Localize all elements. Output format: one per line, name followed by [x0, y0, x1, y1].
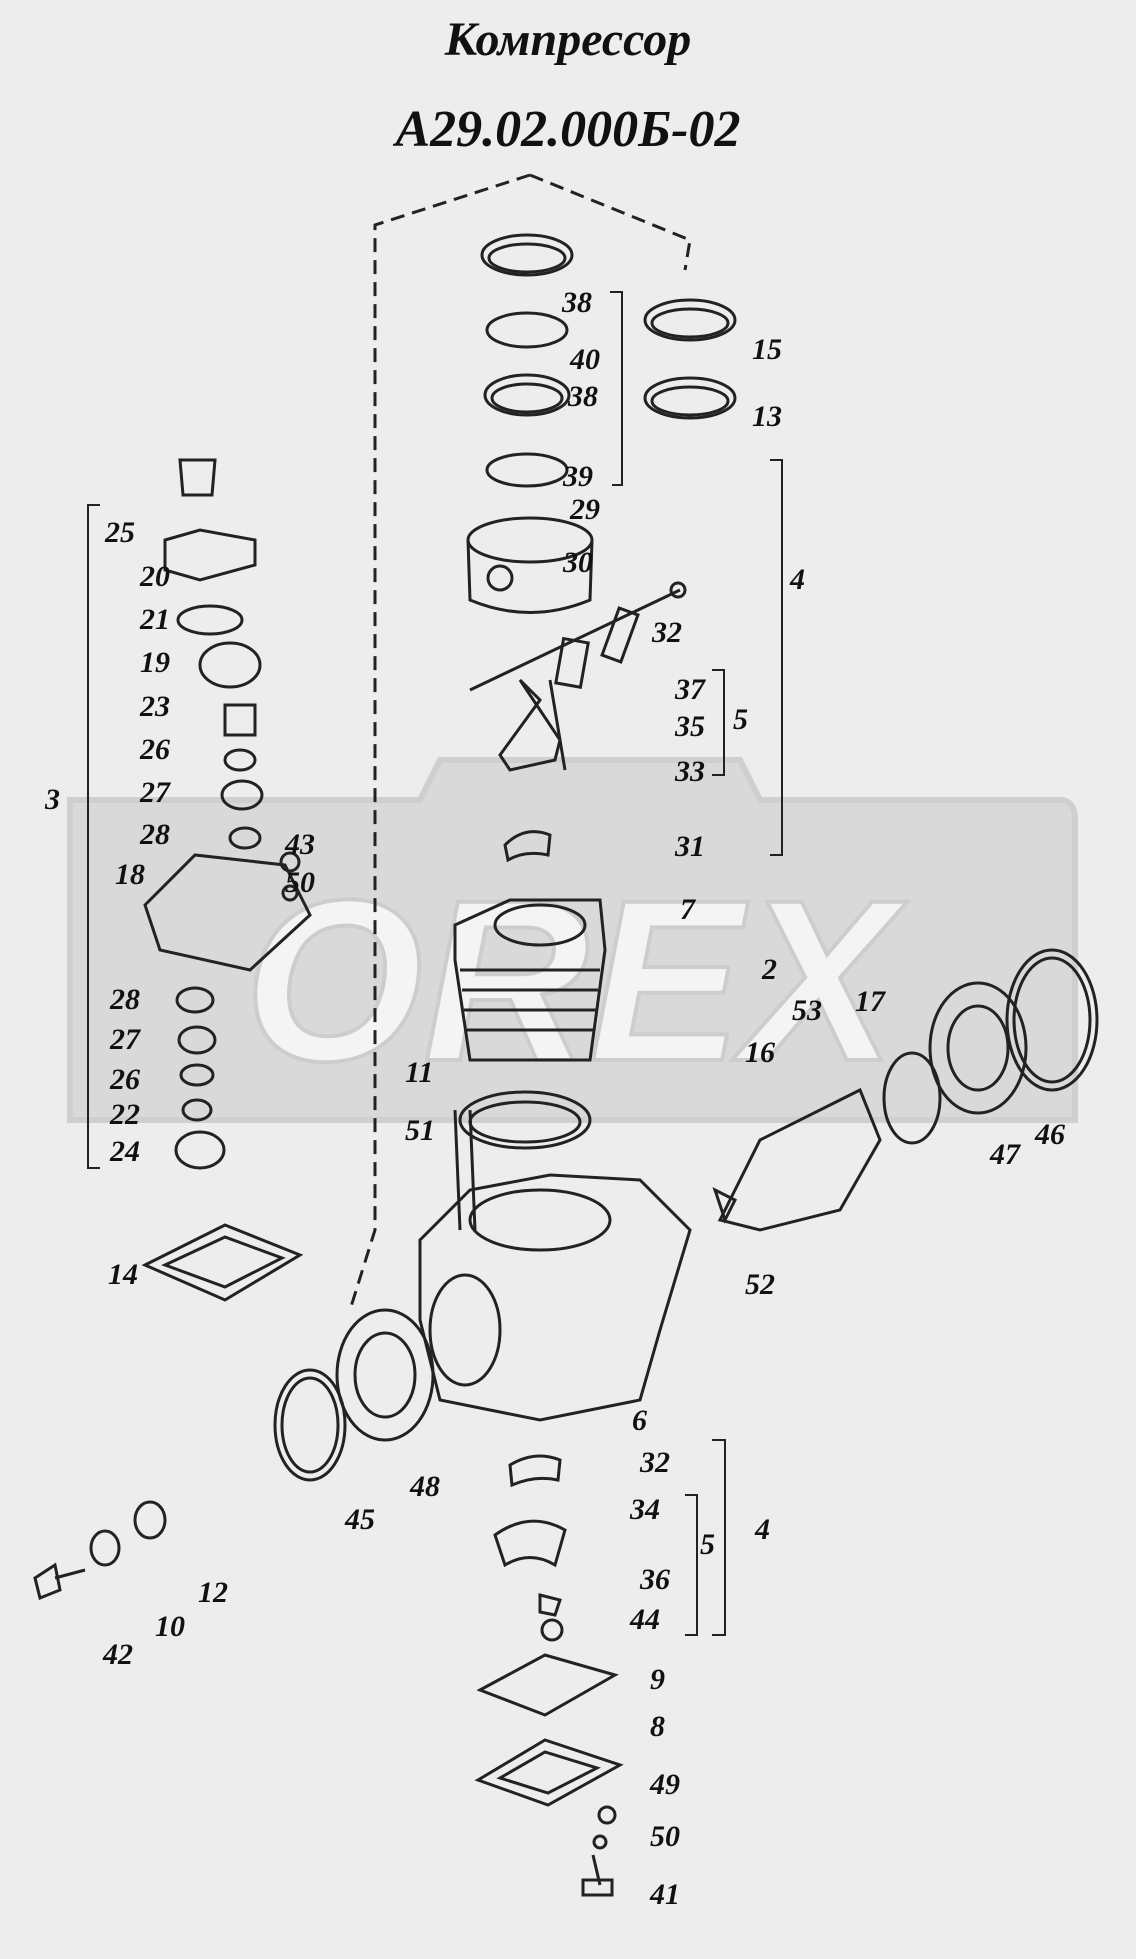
part-callout-label: 9 — [650, 1663, 665, 1696]
part-callout-label: 15 — [752, 333, 782, 366]
part-callout-label: 17 — [855, 985, 885, 1018]
part-callout-label: 19 — [140, 646, 170, 679]
part-callout-label: 40 — [570, 343, 600, 376]
part-callout-label: 50 — [285, 866, 315, 899]
part-callout-label: 36 — [640, 1563, 670, 1596]
part-callout-label: 16 — [745, 1036, 775, 1069]
part-callout-label: 38 — [568, 380, 598, 413]
part-callout-label: 4 — [790, 563, 805, 596]
part-callout-label: 12 — [198, 1576, 228, 1609]
part-callout-label: 29 — [570, 493, 600, 526]
part-callout-label: 39 — [563, 460, 593, 493]
part-callout-label: 28 — [110, 983, 140, 1016]
part-callout-label: 37 — [675, 673, 705, 706]
part-callout-label: 34 — [630, 1493, 660, 1526]
svg-text:OREX: OREX — [244, 852, 907, 1109]
part-callout-label: 14 — [108, 1258, 138, 1291]
part-callout-label: 52 — [745, 1268, 775, 1301]
part-callout-label: 21 — [140, 603, 170, 636]
diagram-title: Компрессор — [444, 13, 692, 66]
part-callout-label: 13 — [752, 400, 782, 433]
part-callout-label: 47 — [990, 1138, 1020, 1171]
part-callout-label: 43 — [285, 828, 315, 861]
part-callout-label: 24 — [110, 1135, 140, 1168]
part-callout-label: 8 — [650, 1710, 665, 1743]
part-callout-label: 23 — [140, 690, 170, 723]
part-callout-label: 45 — [345, 1503, 375, 1536]
part-callout-label: 7 — [680, 893, 695, 926]
part-callout-label: 27 — [110, 1023, 140, 1056]
part-callout-label: 31 — [675, 830, 705, 863]
part-callout-label: 44 — [630, 1603, 660, 1636]
part-callout-label: 32 — [652, 616, 682, 649]
part-callout-label: 20 — [140, 560, 170, 593]
part-callout-label: 41 — [650, 1878, 680, 1911]
part-callout-label: 26 — [110, 1063, 140, 1096]
diagram-subtitle: А29.02.000Б-02 — [395, 101, 741, 158]
part-callout-label: 6 — [632, 1404, 647, 1437]
part-callout-label: 10 — [155, 1610, 185, 1643]
part-callout-label: 42 — [103, 1638, 133, 1671]
part-callout-label: 30 — [563, 546, 593, 579]
part-callout-label: 35 — [675, 710, 705, 743]
part-callout-label: 28 — [140, 818, 170, 851]
part-callout-label: 25 — [105, 516, 135, 549]
part-callout-label: 53 — [792, 994, 822, 1027]
part-callout-label: 46 — [1035, 1118, 1065, 1151]
part-callout-label: 3 — [45, 783, 60, 816]
part-callout-label: 27 — [140, 776, 170, 809]
part-callout-label: 38 — [562, 286, 592, 319]
part-callout-label: 26 — [140, 733, 170, 766]
part-callout-label: 18 — [115, 858, 145, 891]
part-callout-label: 22 — [110, 1098, 140, 1131]
part-callout-label: 51 — [405, 1114, 435, 1147]
part-callout-label: 50 — [650, 1820, 680, 1853]
part-callout-label: 2 — [762, 953, 777, 986]
part-callout-label: 32 — [640, 1446, 670, 1479]
part-callout-label: 4 — [755, 1513, 770, 1546]
part-callout-label: 5 — [700, 1528, 715, 1561]
part-callout-label: 11 — [405, 1056, 434, 1089]
part-callout-label: 49 — [650, 1768, 680, 1801]
part-callout-label: 5 — [733, 703, 748, 736]
part-callout-label: 48 — [410, 1470, 440, 1503]
part-callout-label: 33 — [675, 755, 705, 788]
